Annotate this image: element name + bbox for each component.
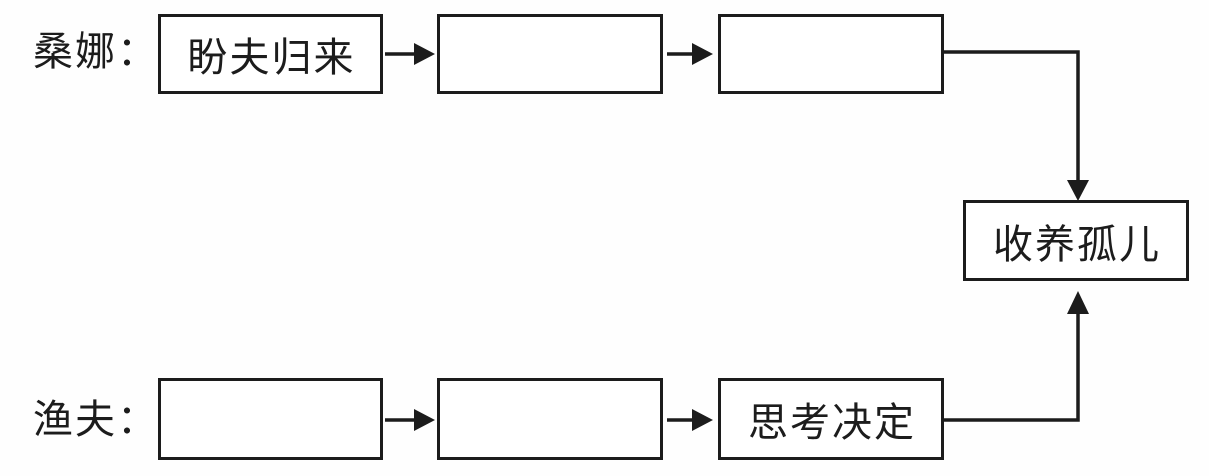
flow-box-yufu-3: 思考决定: [718, 378, 944, 460]
arrow-yufu-1-icon: [385, 409, 435, 431]
arrow-yufu-to-merge-icon: [944, 291, 1089, 422]
arrow-yufu-2-icon: [667, 409, 713, 431]
flow-box-sanna-2-blank: [437, 14, 663, 94]
flow-box-sanna-3-blank: [718, 14, 944, 94]
flow-box-sanna-1-text: 盼夫归来: [187, 35, 356, 81]
flow-box-yufu-1-blank: [158, 378, 383, 460]
flow-box-sanna-1: 盼夫归来: [158, 14, 383, 94]
flow-box-merge-outcome: 收养孤儿: [963, 200, 1189, 281]
flow-box-yufu-3-text: 思考决定: [748, 400, 916, 446]
row-label-yufu: 渔夫：: [33, 397, 159, 443]
arrow-sanna-1-icon: [385, 43, 435, 65]
row-label-sanna: 桑娜：: [33, 29, 159, 75]
arrow-sanna-to-merge-icon: [944, 50, 1089, 201]
arrow-sanna-2-icon: [667, 43, 713, 65]
flow-box-merge-text: 收养孤儿: [993, 221, 1161, 268]
flow-box-yufu-2-blank: [437, 378, 663, 460]
